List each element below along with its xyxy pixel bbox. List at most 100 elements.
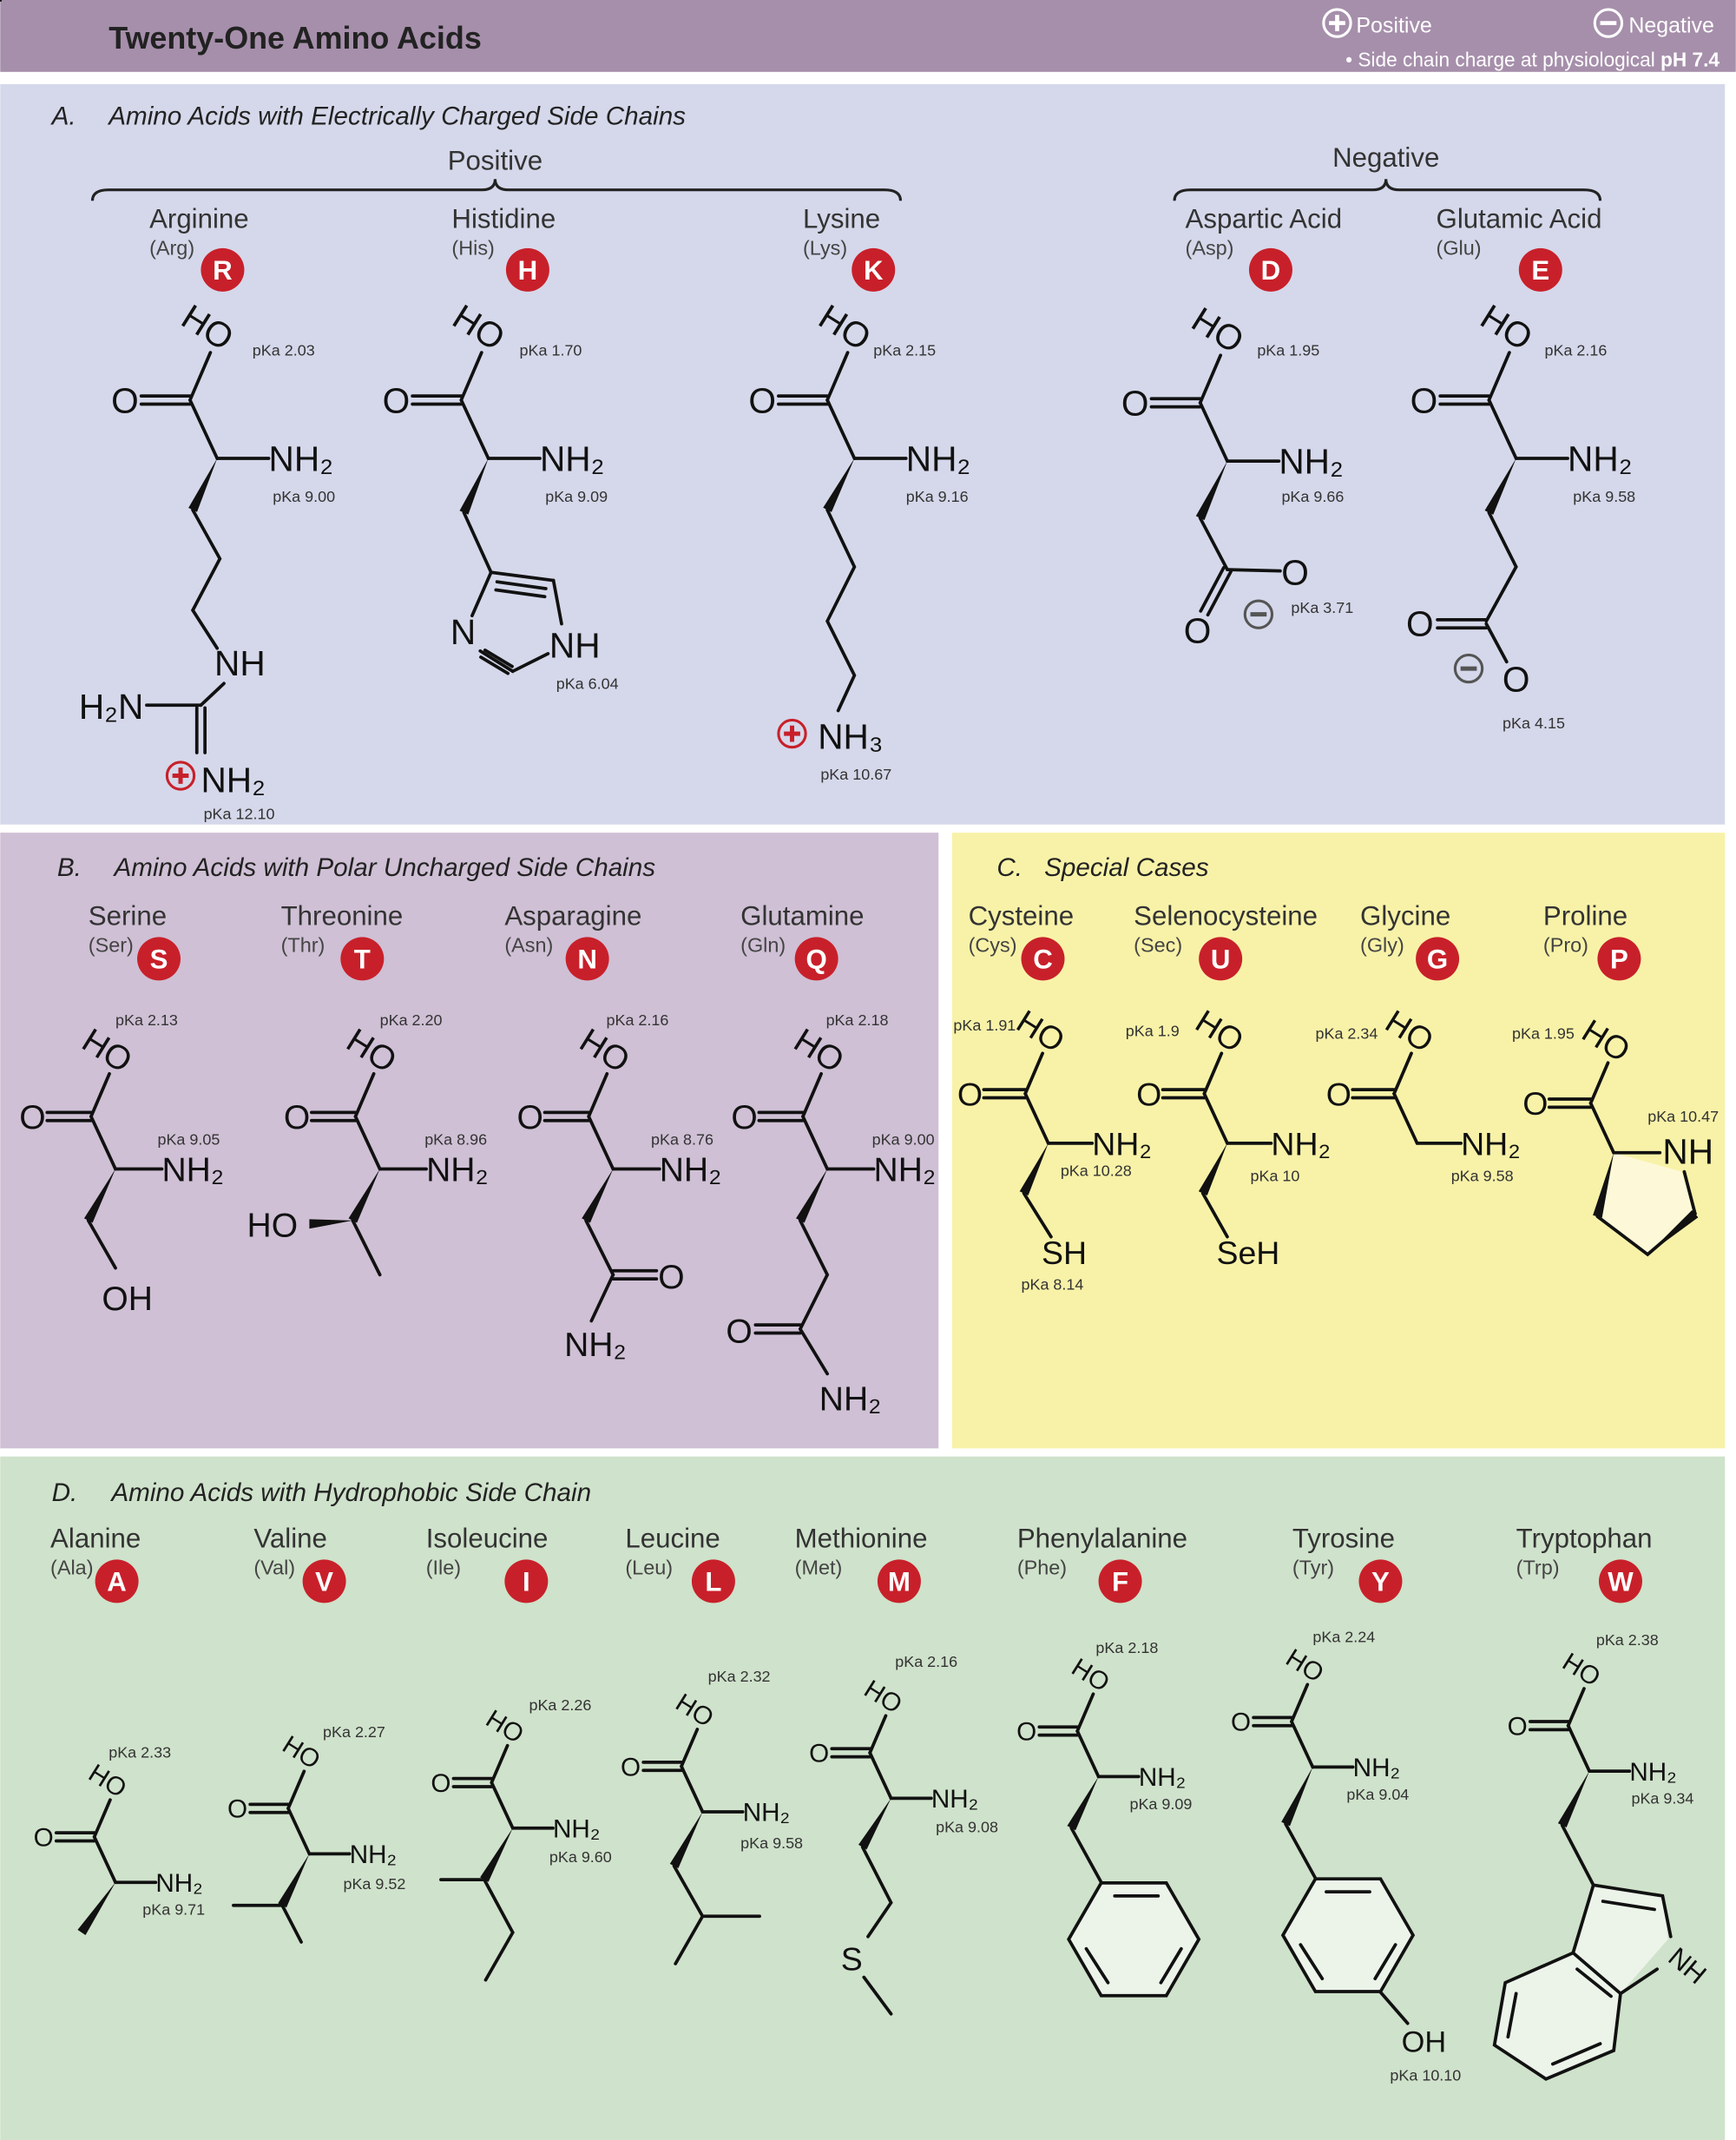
bond <box>510 652 550 674</box>
bond <box>589 1273 615 1323</box>
wedge-bond <box>669 1811 703 1868</box>
badge-circle <box>1416 937 1460 981</box>
carbonyl-oxygen-label: O <box>517 1099 543 1136</box>
badge-circle <box>1597 937 1641 981</box>
pka-label: pKa 8.96 <box>424 1130 487 1148</box>
section-a-letter: A. <box>50 102 76 131</box>
aromatic-double-bond <box>1159 1946 1183 1985</box>
amine-label: NH₂ <box>155 1869 202 1898</box>
side-chain-label: OH <box>1402 2025 1447 2058</box>
wedge-bond <box>1067 1776 1099 1831</box>
one-letter-badge: Y <box>1358 1559 1403 1603</box>
one-letter-code: H <box>518 255 538 286</box>
negative-group-label: Negative <box>1332 142 1439 173</box>
amino-acid-abbreviation: (Val) <box>253 1557 295 1579</box>
pka-label: pKa 9.66 <box>1281 488 1344 505</box>
amino-acid-abbreviation: (Ala) <box>50 1557 93 1579</box>
alpha-carboxyl-bond <box>1392 1091 1419 1145</box>
bond <box>190 508 222 650</box>
badge-circle <box>302 1559 346 1603</box>
header-bar <box>0 0 1736 72</box>
carboxyl-oh-bond <box>353 1071 376 1118</box>
side-chain-label: H₂N <box>79 687 143 727</box>
one-letter-code: W <box>1608 1566 1634 1597</box>
double-bond <box>494 588 547 599</box>
bond <box>1069 1826 1103 1885</box>
pka-label: pKa 3.71 <box>1291 599 1353 616</box>
amino-acid-name: Glutamic Acid <box>1437 203 1602 234</box>
amino-acid-name: Methionine <box>795 1523 928 1553</box>
one-letter-code: Q <box>806 944 826 974</box>
carboxyl-oh-bond <box>1566 1687 1586 1728</box>
wedge-bond <box>188 458 218 512</box>
alpha-carboxyl-bond <box>1075 1729 1101 1779</box>
amino-acid-name: Threonine <box>281 900 404 931</box>
bond <box>199 682 226 708</box>
amine-label: NH₂ <box>1461 1125 1521 1162</box>
aromatic-double-bond <box>1084 1946 1110 1985</box>
bond <box>462 510 493 575</box>
wedge-bond <box>1198 1142 1227 1196</box>
alpha-carboxyl-bond <box>353 1115 382 1171</box>
section-c-letter: C. <box>996 853 1023 882</box>
aromatic-double-bond <box>1601 1900 1656 1912</box>
wedge-bond <box>1593 1152 1614 1218</box>
amino-acid-abbreviation: (Glu) <box>1437 237 1482 260</box>
amino-acid-abbreviation: (His) <box>451 237 494 260</box>
plus-glyph <box>1329 15 1345 31</box>
amino-acid-name: Cysteine <box>969 900 1075 931</box>
bond <box>280 1903 303 1944</box>
bond <box>470 570 493 618</box>
one-letter-badge: V <box>302 1559 346 1603</box>
aromatic-double-bond <box>1373 1943 1397 1980</box>
carboxyl-oh-bond <box>1487 351 1511 402</box>
carbonyl-oxygen-label: O <box>1522 1085 1548 1122</box>
bond <box>1022 1191 1053 1239</box>
pka-label: pKa 2.16 <box>895 1653 957 1670</box>
amino-acid-name: Glycine <box>1360 900 1450 931</box>
amino-acid-name: Tryptophan <box>1516 1523 1653 1553</box>
bond <box>1484 622 1509 664</box>
pka-label: pKa 12.10 <box>204 806 275 823</box>
section-a-title: Amino Acids with Electrically Charged Si… <box>107 102 686 131</box>
carbonyl-oxygen-label: O <box>227 1795 247 1824</box>
section-d-panel <box>0 1456 1726 2140</box>
carboxyl-oh-bond <box>680 1728 700 1768</box>
carbonyl-oxygen-label: O <box>1231 1709 1251 1737</box>
amine-label: NH₂ <box>553 1814 600 1843</box>
bond <box>860 1845 893 1939</box>
carboxyl-oh-bond <box>89 1071 111 1118</box>
pka-label: pKa 6.04 <box>556 675 619 693</box>
badge-circle <box>877 1559 921 1603</box>
amine-label: NH₂ <box>1279 442 1343 482</box>
aromatic-double-bond <box>1299 1943 1325 1980</box>
one-letter-code: K <box>864 255 884 286</box>
pka-label: pKa 9.71 <box>142 1901 205 1919</box>
carboxyl-oh-bond <box>286 1769 306 1810</box>
positive-charge-icon <box>777 718 807 749</box>
pka-label: pKa 10.47 <box>1647 1108 1719 1125</box>
amino-acid-name: Arginine <box>149 203 249 234</box>
carboxyl-oh-bond <box>825 351 850 402</box>
badge-circle <box>504 1559 549 1603</box>
pka-label: pKa 9.16 <box>906 488 969 505</box>
pka-label: pKa 8.76 <box>651 1130 713 1148</box>
bond <box>674 1914 705 1966</box>
amino-acid-abbreviation: (Gln) <box>740 934 786 957</box>
amine-label: NH₂ <box>269 439 333 479</box>
alpha-carboxyl-bond <box>868 1751 893 1801</box>
amino-acid-abbreviation: (Lys) <box>803 237 847 260</box>
badge-circle <box>137 937 181 981</box>
pka-label: pKa 10.28 <box>1061 1162 1132 1179</box>
one-letter-code: I <box>523 1566 530 1597</box>
badge-circle <box>201 247 245 292</box>
carboxyl-oh-bond <box>1023 1051 1044 1096</box>
one-letter-code: V <box>315 1566 333 1597</box>
alpha-carboxyl-bond <box>1202 1091 1229 1145</box>
double-bond <box>1199 566 1226 613</box>
positive-brace <box>90 179 903 201</box>
pka-label: pKa 9.05 <box>157 1130 220 1148</box>
